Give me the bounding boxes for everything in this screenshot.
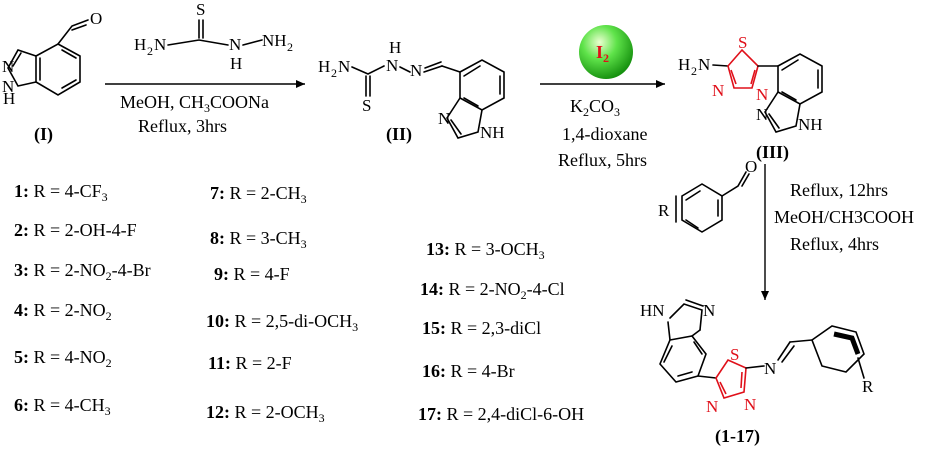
svg-text:2: 2 <box>147 44 153 58</box>
compound-II-label: (II) <box>386 124 412 145</box>
iodine-catalyst-sphere <box>579 25 633 79</box>
step3-condition1: Reflux, 12hrs <box>790 180 888 200</box>
svg-text:HN: HN <box>640 301 665 320</box>
substituent-17: 17: R = 2,4-diCl-6-OH <box>418 404 584 424</box>
svg-text:H: H <box>230 54 242 73</box>
svg-text:N: N <box>756 105 768 124</box>
svg-text:N: N <box>744 395 756 414</box>
substituent-13: 13: R = 3-OCH3 <box>426 239 545 262</box>
substituent-6: 6: R = 4-CH3 <box>14 395 111 418</box>
substituent-1: 1: R = 4-CF3 <box>14 181 108 204</box>
svg-text:2: 2 <box>287 40 293 54</box>
svg-text:S: S <box>738 33 747 52</box>
svg-text:N: N <box>2 77 14 96</box>
arrow-step2-head <box>656 80 665 88</box>
svg-text:2: 2 <box>691 64 697 78</box>
compound-I-label: (I) <box>34 124 53 145</box>
svg-text:S: S <box>362 96 371 115</box>
svg-text:N: N <box>706 397 718 416</box>
svg-text:H: H <box>678 55 690 74</box>
substituent-12: 12: R = 2-OCH3 <box>206 402 325 425</box>
svg-text:O: O <box>90 9 102 28</box>
compound-III-label: (III) <box>756 142 789 163</box>
svg-text:H: H <box>134 35 146 54</box>
svg-text:R: R <box>862 377 874 396</box>
final-product-structure: HN N S N N N R <box>640 299 874 416</box>
substituent-14: 14: R = 2-NO2-4-Cl <box>420 279 565 302</box>
svg-text:H: H <box>318 57 330 76</box>
final-product-label: (1-17) <box>715 426 760 447</box>
svg-text:H: H <box>3 89 15 108</box>
svg-text:N: N <box>410 61 422 80</box>
svg-text:N: N <box>154 35 166 54</box>
substituent-3: 3: R = 2-NO2-4-Br <box>14 260 151 283</box>
atom-N: N <box>2 57 14 76</box>
step1-conditions: Reflux, 3hrs <box>138 116 227 136</box>
substituent-7: 7: R = 2-CH3 <box>210 183 307 206</box>
svg-text:H: H <box>389 38 401 57</box>
svg-text:N: N <box>764 359 776 378</box>
arrow-step1-head <box>296 80 305 88</box>
substituent-11: 11: R = 2-F <box>208 353 292 373</box>
substituent-4: 4: R = 2-NO2 <box>14 300 112 323</box>
substituent-15: 15: R = 2,3-diCl <box>422 318 541 338</box>
compound-I-structure: O N H N <box>2 9 102 108</box>
svg-text:2: 2 <box>331 66 337 80</box>
svg-text:N: N <box>698 55 710 74</box>
svg-text:S: S <box>730 345 739 364</box>
substituent-10: 10: R = 2,5-di-OCH3 <box>206 311 358 334</box>
substituent-2: 2: R = 2-OH-4-F <box>14 220 137 240</box>
svg-text:NH: NH <box>262 31 287 50</box>
arrow-step3-head <box>761 291 769 300</box>
svg-text:N: N <box>703 301 715 320</box>
svg-text:N: N <box>338 57 350 76</box>
step2-solvent: 1,4-dioxane <box>562 124 647 144</box>
step2-base: K2CO3 <box>570 96 620 119</box>
svg-text:N: N <box>386 56 398 75</box>
substituent-9: 9: R = 4-F <box>214 264 290 284</box>
substituent-list: 1: R = 4-CF3 2: R = 2-OH-4-F 3: R = 2-NO… <box>14 181 584 425</box>
svg-text:N: N <box>229 35 241 54</box>
svg-text:N: N <box>756 85 768 104</box>
svg-text:NH: NH <box>798 115 823 134</box>
substituent-16: 16: R = 4-Br <box>422 361 515 381</box>
svg-text:NH: NH <box>480 123 505 142</box>
step3-solvent: MeOH/CH3COOH <box>774 207 914 227</box>
svg-text:N: N <box>712 81 724 100</box>
step1-solvent: MeOH, CH3COONa <box>120 92 269 115</box>
benzaldehyde-structure: O R <box>658 157 757 233</box>
step3-condition2: Reflux, 4hrs <box>790 234 879 254</box>
step2-conditions: Reflux, 5hrs <box>558 150 647 170</box>
substituent-8: 8: R = 3-CH3 <box>210 228 307 251</box>
svg-text:S: S <box>196 0 205 19</box>
svg-text:O: O <box>745 157 757 176</box>
svg-text:R: R <box>658 201 670 220</box>
substituent-5: 5: R = 4-NO2 <box>14 347 112 370</box>
svg-text:N: N <box>438 109 450 128</box>
